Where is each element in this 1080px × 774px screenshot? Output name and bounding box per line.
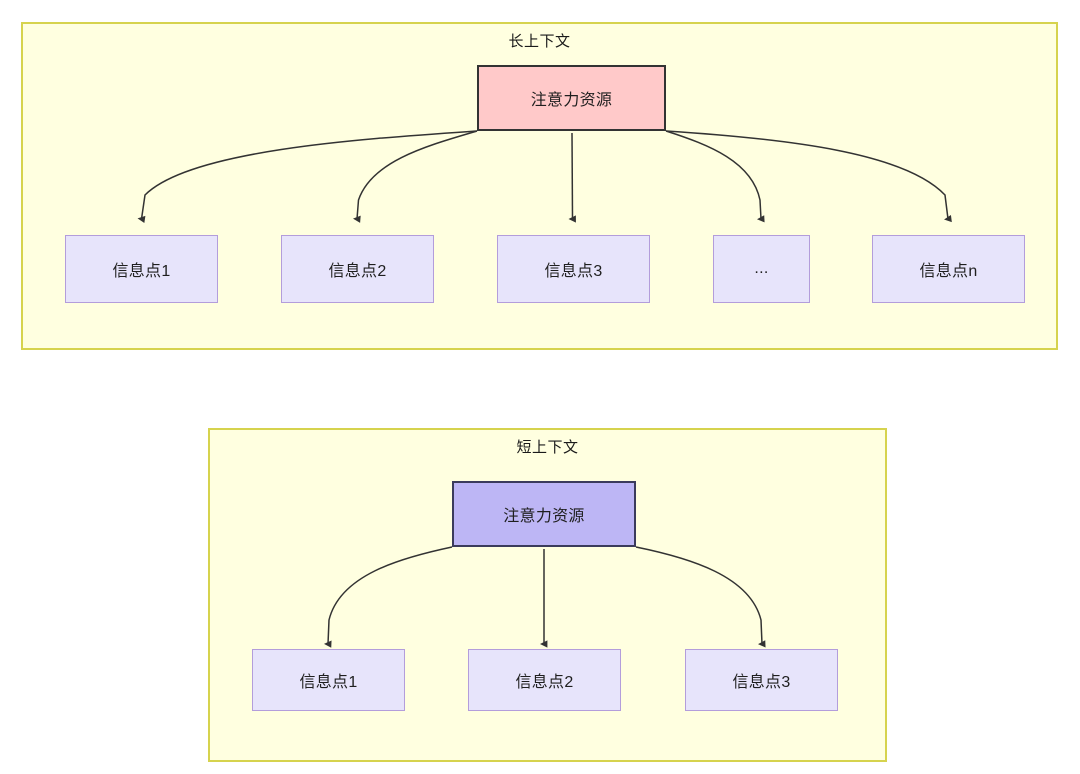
short-context-info-node-2[interactable]: 信息点2 (468, 649, 621, 711)
long-context-info-node-ellipsis[interactable]: ... (713, 235, 810, 303)
long-context-title: 长上下文 (508, 33, 571, 50)
short-context-attention-node[interactable]: 注意力资源 (452, 481, 636, 547)
short-context-title: 短上下文 (516, 439, 579, 456)
short-context-frame (208, 428, 887, 762)
short-context-info-node-3[interactable]: 信息点3 (685, 649, 838, 711)
long-context-info-node-3[interactable]: 信息点3 (497, 235, 650, 303)
long-context-info-node-2[interactable]: 信息点2 (281, 235, 434, 303)
long-context-attention-node[interactable]: 注意力资源 (477, 65, 666, 131)
long-context-info-node-1[interactable]: 信息点1 (65, 235, 218, 303)
short-context-info-node-1[interactable]: 信息点1 (252, 649, 405, 711)
long-context-info-node-n[interactable]: 信息点n (872, 235, 1025, 303)
